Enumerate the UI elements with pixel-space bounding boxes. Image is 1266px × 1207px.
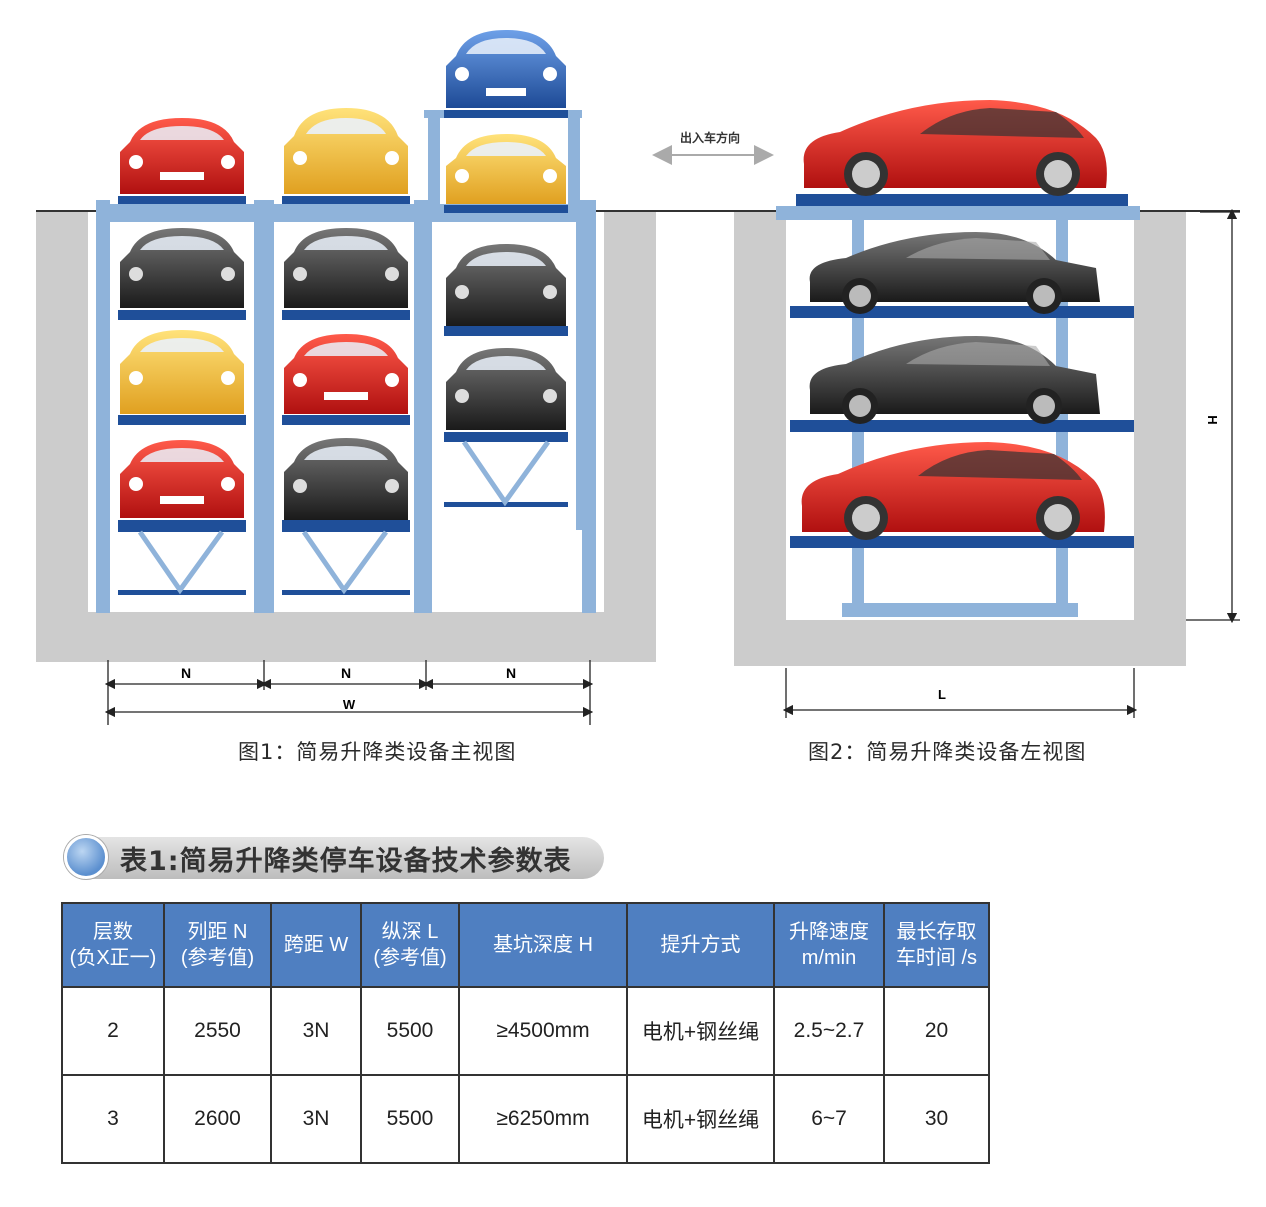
front-dimensions <box>104 660 594 725</box>
car-black-front <box>120 228 244 308</box>
table-cell: 电机+钢丝绳 <box>626 1074 775 1164</box>
header-cell: 纵深 L(参考值) <box>360 902 460 988</box>
table-row: 3 2600 3N 5500 ≥6250mm 电机+钢丝绳 6~7 30 <box>61 1074 990 1164</box>
table-cell: ≥6250mm <box>458 1074 628 1164</box>
side-dimensions <box>782 208 1240 718</box>
parameter-table: 层数(负X正一) 列距 N(参考值) 跨距 W 纵深 L(参考值) 基坑深度 H… <box>61 902 990 1164</box>
table-cell: 5500 <box>360 986 460 1076</box>
table-cell: 2600 <box>163 1074 272 1164</box>
table-cell: 3N <box>270 1074 362 1164</box>
header-cell: 基坑深度 H <box>458 902 628 988</box>
table-cell: 5500 <box>360 1074 460 1164</box>
car-red-front <box>284 334 408 414</box>
car-blue-front <box>446 30 566 108</box>
car-red-front <box>120 440 244 518</box>
table-cell: 2.5~2.7 <box>773 986 885 1076</box>
figure1-caption: 图1：简易升降类设备主视图 <box>238 740 517 764</box>
car-black-front <box>284 228 408 308</box>
car-black-front <box>446 348 566 430</box>
car-black-side <box>809 232 1100 314</box>
front-scissor-braces <box>137 440 551 595</box>
dim-n-label-2: N <box>341 665 351 681</box>
table-row: 2 2550 3N 5500 ≥4500mm 电机+钢丝绳 2.5~2.7 20 <box>61 986 990 1076</box>
table-cell: 电机+钢丝绳 <box>626 986 775 1076</box>
table-title-bar: 表1:简易升降类停车设备技术参数表 <box>64 835 604 881</box>
car-black-side <box>809 336 1100 424</box>
header-cell: 列距 N(参考值) <box>163 902 272 988</box>
dim-n-label-3: N <box>506 665 516 681</box>
direction-label: 出入车方向 <box>680 130 740 145</box>
table-cell: 20 <box>883 986 990 1076</box>
car-yellow-front <box>446 134 566 204</box>
front-view: N N N W <box>36 30 656 725</box>
table-cell: 3N <box>270 986 362 1076</box>
title-pill <box>84 837 604 879</box>
table-cell: ≥4500mm <box>458 986 628 1076</box>
table-cell: 3 <box>61 1074 165 1164</box>
front-pit <box>36 212 656 662</box>
side-view: H L <box>734 100 1240 718</box>
bullet-dot-icon <box>64 835 108 879</box>
car-black-front <box>284 438 408 520</box>
car-red-side <box>801 442 1105 540</box>
figure2-caption: 图2：简易升降类设备左视图 <box>808 740 1087 764</box>
header-cell: 提升方式 <box>626 902 775 988</box>
table-cell: 30 <box>883 1074 990 1164</box>
parking-diagram: N N N W 出入车方向 <box>36 30 1240 725</box>
table-title: 表1:简易升降类停车设备技术参数表 <box>120 846 572 877</box>
header-cell: 跨距 W <box>270 902 362 988</box>
header-cell: 最长存取车时间 /s <box>883 902 990 988</box>
car-black-front <box>446 244 566 326</box>
dim-h-label: H <box>1205 415 1220 424</box>
side-pit <box>734 212 1186 666</box>
table-header-row: 层数(负X正一) 列距 N(参考值) 跨距 W 纵深 L(参考值) 基坑深度 H… <box>61 902 990 988</box>
car-yellow-front <box>284 108 408 194</box>
front-cars <box>120 30 566 520</box>
table-cell: 6~7 <box>773 1074 885 1164</box>
table-cell: 2 <box>61 986 165 1076</box>
car-red-front <box>120 118 244 194</box>
car-yellow-front <box>120 330 244 414</box>
car-red-side <box>803 100 1107 196</box>
entry-direction: 出入车方向 <box>652 130 774 165</box>
table-cell: 2550 <box>163 986 272 1076</box>
dim-l-label: L <box>938 687 946 702</box>
dim-n-label-1: N <box>181 665 191 681</box>
header-cell: 层数(负X正一) <box>61 902 165 988</box>
dim-w-label: W <box>343 697 356 712</box>
